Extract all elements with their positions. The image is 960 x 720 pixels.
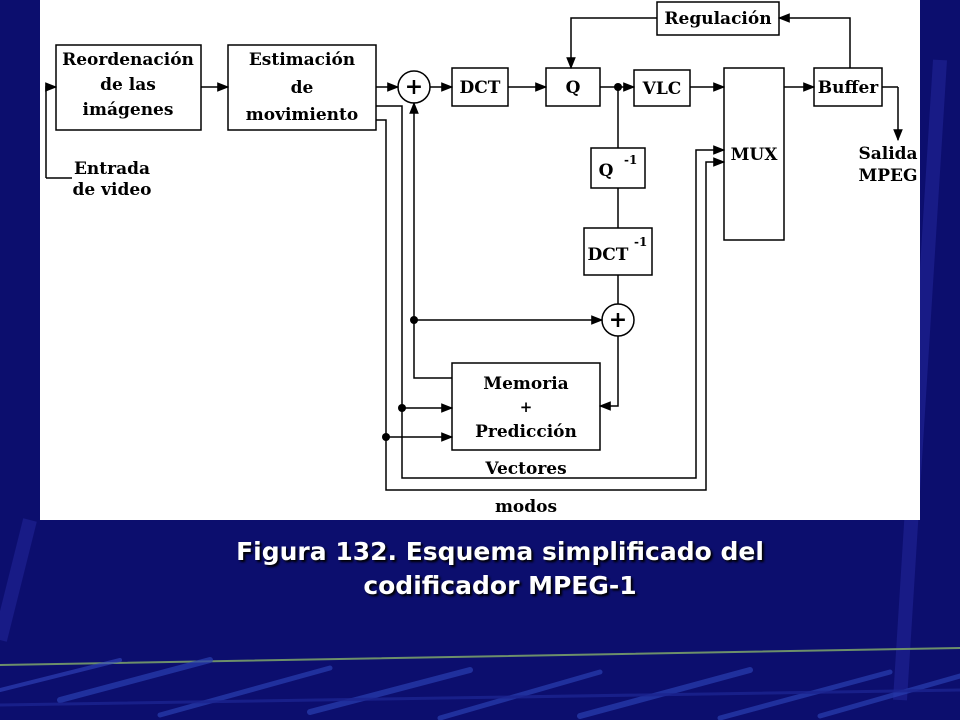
sum-1-symbol: +: [405, 74, 423, 100]
regulacion-label: Regulación: [664, 9, 771, 29]
junction-dot: [382, 433, 390, 441]
estimacion-line1: Estimación: [249, 50, 355, 70]
dct-label: DCT: [460, 78, 501, 98]
q-inverse-sup: -1: [624, 153, 637, 167]
reordenacion-line2: de las: [100, 75, 156, 95]
decorative-swoosh-lines: [0, 647, 960, 720]
mpeg1-encoder-diagram: Reordenación de las imágenes Estimación …: [45, 1, 918, 517]
caption-line-2: codificador MPEG-1: [363, 571, 637, 600]
block-dct: [451, 67, 509, 107]
reordenacion-line3: imágenes: [83, 100, 174, 120]
entrada-line2: de video: [73, 180, 152, 200]
figure-caption: Figura 132. Esquema simplificado del cod…: [110, 535, 890, 603]
mux-label: MUX: [731, 145, 779, 165]
dct-inverse-label: DCT: [588, 245, 629, 265]
memoria-line1: Memoria: [483, 374, 568, 394]
figure-panel: Reordenación de las imágenes Estimación …: [40, 0, 920, 520]
salida-line2: MPEG: [858, 166, 917, 186]
block-buffer: [813, 67, 883, 107]
block-dct-inverse: [583, 227, 653, 276]
estimacion-line2: de: [291, 78, 314, 98]
junction-dot: [614, 83, 622, 91]
caption-line-1: Figura 132. Esquema simplificado del: [236, 537, 764, 566]
reordenacion-line1: Reordenación: [62, 50, 194, 70]
block-mux: [723, 67, 785, 241]
modos-label: modos: [495, 497, 557, 517]
block-vlc: [633, 69, 691, 107]
vlc-label: VLC: [642, 79, 682, 99]
buffer-label: Buffer: [818, 78, 879, 98]
junction-dot: [398, 404, 406, 412]
block-regulacion: [656, 1, 780, 36]
dct-inverse-sup: -1: [634, 235, 647, 249]
q-label: Q: [566, 78, 581, 98]
entrada-line1: Entrada: [74, 159, 150, 179]
q-inverse-label: Q: [599, 161, 614, 181]
block-memoria-prediccion: [451, 362, 601, 451]
salida-line1: Salida: [858, 144, 917, 164]
vectores-label: Vectores: [484, 459, 566, 479]
estimacion-line3: movimiento: [246, 105, 358, 125]
memoria-line2: +: [520, 398, 533, 416]
memoria-line3: Predicción: [475, 422, 577, 442]
junction-dot: [410, 316, 418, 324]
block-q: [545, 67, 601, 107]
sum-2-symbol: +: [609, 307, 627, 333]
